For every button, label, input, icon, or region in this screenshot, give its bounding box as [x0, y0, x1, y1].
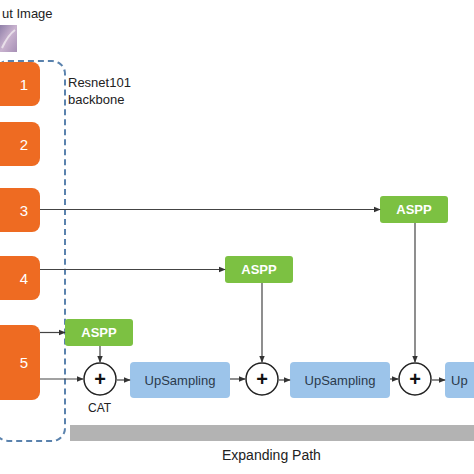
input-image-label: ut Image — [2, 6, 53, 21]
connector-arrow — [40, 209, 380, 210]
upsampling-box: Up — [445, 362, 474, 398]
expanding-path-label: Expanding Path — [222, 447, 321, 463]
connector-arrow — [230, 378, 245, 379]
group-heading: Resnet101 backbone — [68, 74, 138, 108]
node-text: UpSampling — [305, 373, 376, 388]
connector-arrow — [117, 379, 130, 380]
concat-circle: + — [83, 362, 117, 396]
backbone-group: Resnet101 backbone12345 — [0, 60, 66, 442]
backbone-stage: 1 — [0, 62, 40, 106]
connector-arrow — [414, 223, 415, 362]
node-text: 5 — [20, 354, 28, 371]
concat-circle: + — [245, 362, 279, 396]
node-text: ASPP — [396, 202, 431, 217]
backbone-stage: 4 — [0, 256, 40, 300]
connector-arrow — [390, 378, 398, 379]
node-text: 2 — [20, 136, 28, 153]
concat-circle: + — [398, 362, 432, 396]
aspp-box: ASPP — [225, 256, 293, 283]
connector-arrow — [40, 378, 83, 379]
upsampling-box: UpSampling — [130, 362, 230, 398]
node-text: + — [256, 368, 268, 391]
node-text: + — [94, 368, 106, 391]
connector-arrow — [279, 379, 290, 380]
node-text: Up — [451, 373, 468, 388]
node-text: 4 — [20, 270, 28, 287]
input-image-detail — [2, 30, 15, 48]
backbone-stage: 2 — [0, 122, 40, 166]
node-text: 1 — [20, 76, 28, 93]
node-text: + — [409, 368, 421, 391]
expanding-path-bar — [70, 425, 474, 441]
backbone-stage: 5 — [0, 325, 40, 400]
aspp-box: ASPP — [65, 319, 133, 346]
connector-arrow — [40, 332, 65, 333]
input-image-thumbnail — [0, 25, 17, 52]
backbone-stage: 3 — [0, 188, 40, 232]
cat-label: CAT — [88, 401, 111, 415]
node-text: ASPP — [81, 325, 116, 340]
aspp-box: ASPP — [380, 196, 448, 223]
connector-arrow — [432, 379, 445, 380]
node-text: ASPP — [241, 262, 276, 277]
connector-arrow — [40, 269, 225, 270]
connector-arrow — [99, 346, 100, 362]
node-text: UpSampling — [145, 373, 216, 388]
upsampling-box: UpSampling — [290, 362, 390, 398]
connector-arrow — [261, 283, 262, 362]
node-text: 3 — [20, 202, 28, 219]
